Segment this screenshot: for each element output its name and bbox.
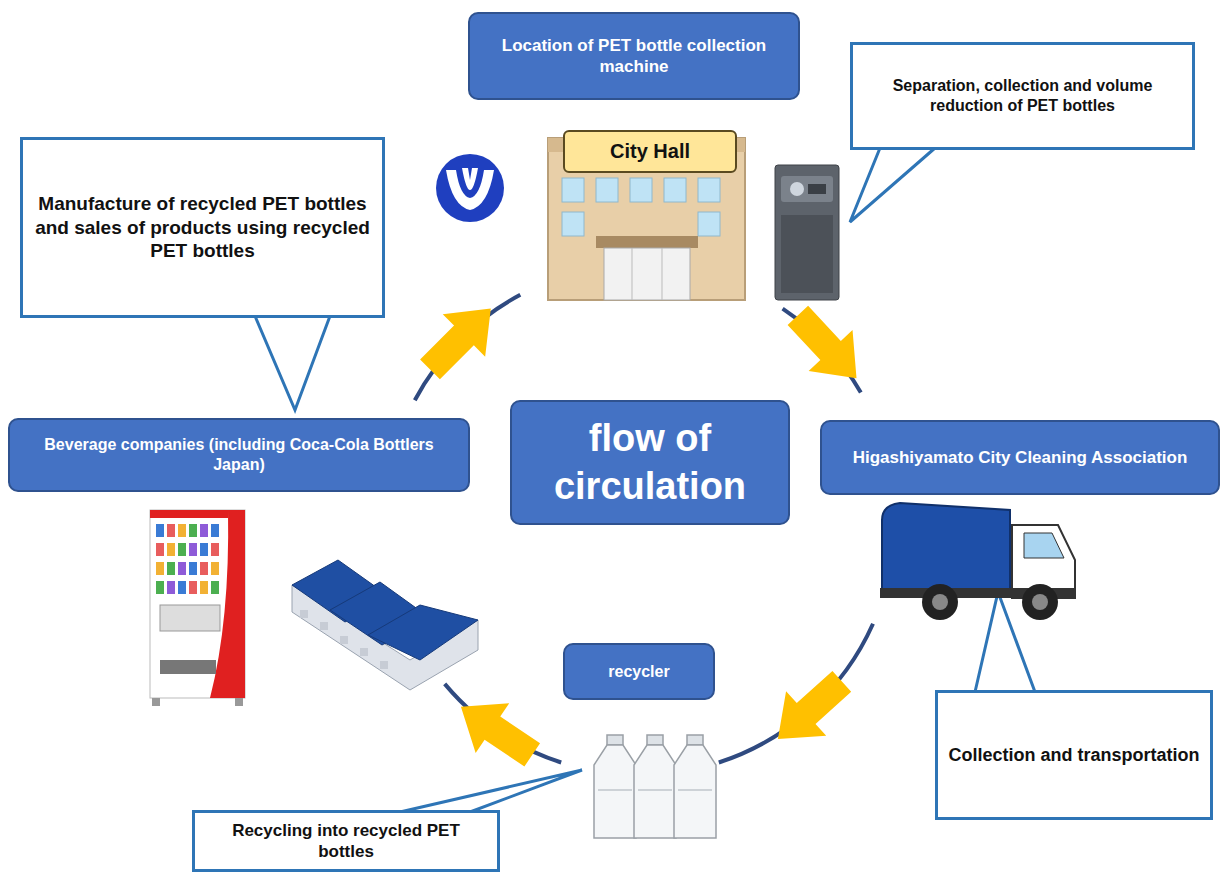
flow-connector xyxy=(409,287,521,400)
collection-machine xyxy=(775,165,839,300)
pet-bottles xyxy=(594,735,716,838)
callout-box: Separation, collection and volume reduct… xyxy=(850,42,1195,150)
stage-box: Beverage companies (including Coca-Cola … xyxy=(8,418,470,492)
node-text: Recycling into recycled PET bottles xyxy=(205,820,487,863)
flow-connector xyxy=(776,295,879,399)
city-hall-sign: City Hall xyxy=(563,130,737,173)
node-text: City Hall xyxy=(610,139,690,164)
callout-box: Collection and transportation xyxy=(935,690,1213,820)
node-text: Separation, collection and volume reduct… xyxy=(863,76,1182,116)
circle-arc xyxy=(719,624,873,763)
node-text: Higashiyamato City Cleaning Association xyxy=(853,447,1188,468)
node-text: flow of circulation xyxy=(522,415,778,510)
location-box: Location of PET bottle collection machin… xyxy=(468,12,800,100)
node-text: Manufacture of recycled PET bottles and … xyxy=(33,192,372,263)
stage-box: recycler xyxy=(563,643,715,700)
callout-tail xyxy=(850,148,935,222)
callout-box: Manufacture of recycled PET bottles and … xyxy=(20,137,385,318)
node-text: Location of PET bottle collection machin… xyxy=(480,35,788,78)
flow-arrowhead xyxy=(776,295,879,399)
flow-connector xyxy=(719,624,873,763)
flow-arrowhead xyxy=(444,682,549,780)
flow-connector xyxy=(444,682,561,780)
city-emblem xyxy=(436,154,504,222)
garbage-truck xyxy=(880,503,1076,620)
center-title-box: flow of circulation xyxy=(510,400,790,525)
factory-building xyxy=(292,560,478,690)
vending-machine xyxy=(150,510,245,706)
node-text: recycler xyxy=(608,662,669,682)
stage-box: Higashiyamato City Cleaning Association xyxy=(820,420,1220,495)
callout-box: Recycling into recycled PET bottles xyxy=(192,810,500,872)
flow-arrowhead xyxy=(758,659,862,761)
flow-arrowhead xyxy=(409,287,512,390)
node-text: Collection and transportation xyxy=(948,744,1199,767)
callout-tail xyxy=(400,770,582,812)
callout-tail xyxy=(255,316,330,410)
node-text: Beverage companies (including Coca-Cola … xyxy=(20,435,458,475)
